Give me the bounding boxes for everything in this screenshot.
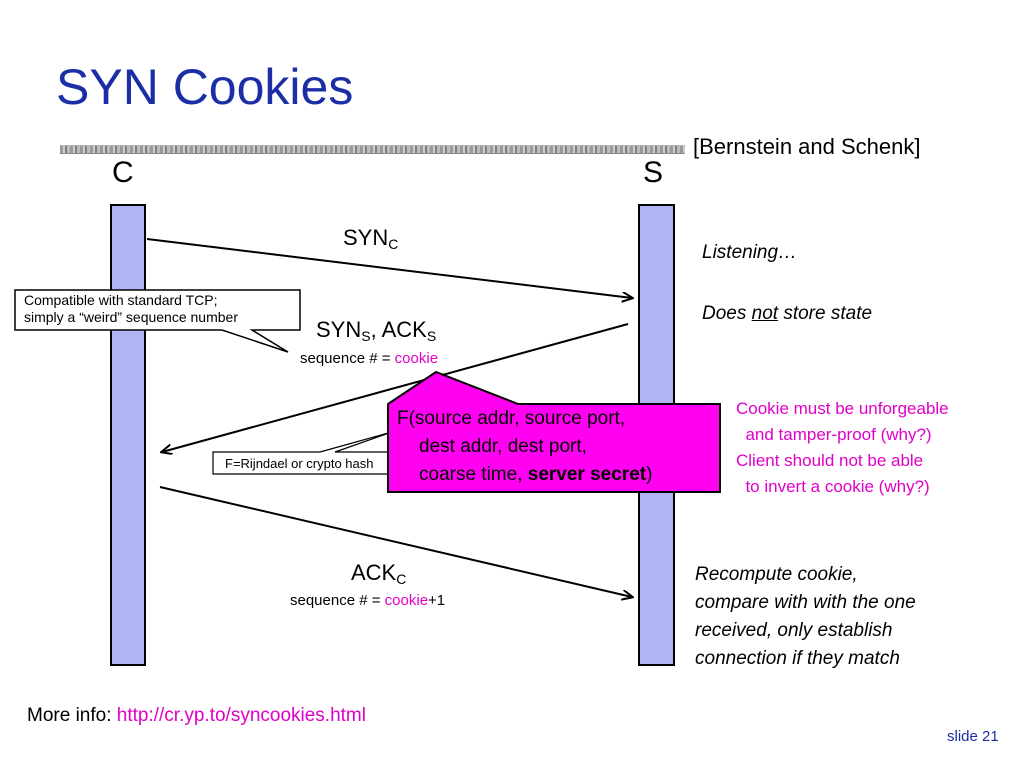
client-lifeline: [110, 204, 146, 666]
ack-sequence: sequence # = cookie+1: [290, 592, 446, 609]
cookie-requirements: Cookie must be unforgeable and tamper-pr…: [736, 399, 949, 496]
title-divider: [60, 145, 685, 154]
tcp-callout-text: Compatible with standard TCP;simply a “w…: [24, 292, 238, 325]
ack-arrow: [159, 486, 632, 597]
cookie-function: F(source addr, source port, dest addr, d…: [397, 408, 653, 485]
syn-arrow: [146, 238, 632, 298]
stateless-note: Does not store state: [702, 303, 873, 324]
server-label: S: [643, 156, 664, 189]
recompute-note: Recompute cookie,compare with with the o…: [695, 564, 916, 669]
hash-callout-box: [212, 431, 402, 475]
citation: [Bernstein and Schenk]: [693, 134, 921, 159]
function-box-shape: [387, 370, 721, 493]
syn-message-label: SYNC: [343, 225, 399, 252]
ack-message-label: ACKC: [351, 560, 407, 587]
more-info: More info: http://cr.yp.to/syncookies.ht…: [27, 705, 366, 726]
syncookies-link[interactable]: http://cr.yp.to/syncookies.html: [116, 705, 366, 726]
slide-title: SYN Cookies: [56, 59, 354, 115]
slide-number: slide 21: [947, 728, 999, 745]
synack-sequence: sequence # = cookie: [300, 350, 439, 367]
synack-arrow: [162, 323, 629, 452]
synack-message-label: SYNS, ACKS: [316, 317, 437, 344]
hash-callout-text: F=Rijndael or crypto hash: [225, 456, 374, 471]
listening-note: Listening…: [702, 242, 798, 263]
client-label: C: [112, 156, 134, 189]
tcp-callout-box: [14, 289, 301, 353]
